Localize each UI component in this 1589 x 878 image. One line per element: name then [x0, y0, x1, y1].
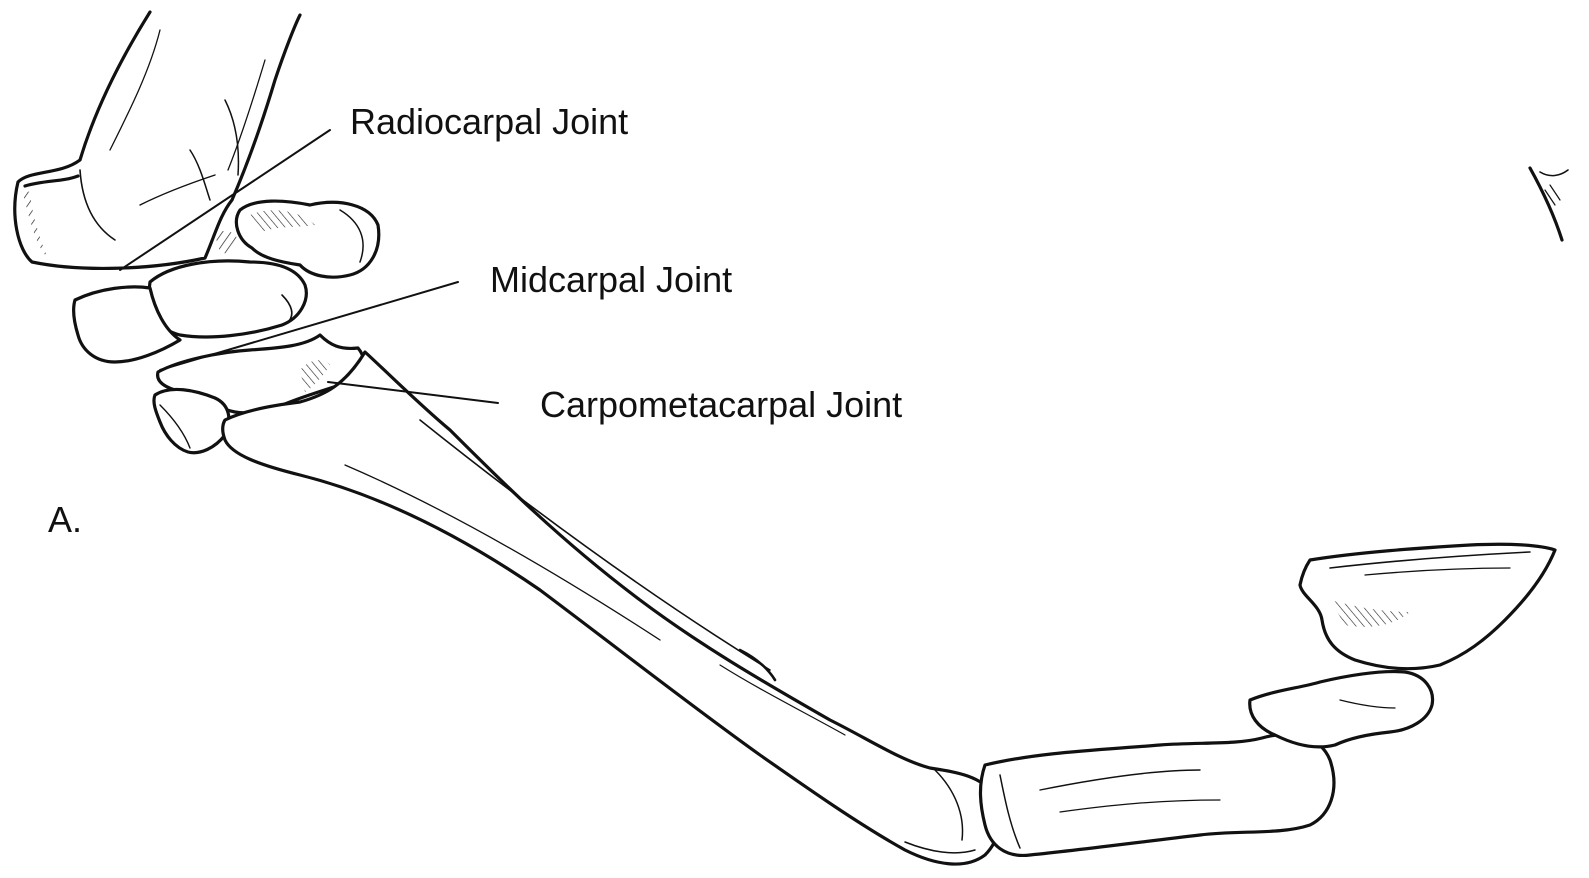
middle-phalanx-bone — [1250, 672, 1433, 747]
carpometacarpal-joint-label: Carpometacarpal Joint — [540, 387, 902, 423]
panel-label: A. — [48, 502, 82, 538]
midcarpal-joint-label: Midcarpal Joint — [490, 262, 732, 298]
proximal-phalanx-bone — [980, 734, 1333, 855]
partial-adjacent-drawing — [1530, 168, 1568, 240]
metacarpal-bone — [223, 352, 1000, 864]
radiocarpal-joint-label: Radiocarpal Joint — [350, 104, 628, 140]
distal-phalanx-bone — [1300, 544, 1555, 668]
